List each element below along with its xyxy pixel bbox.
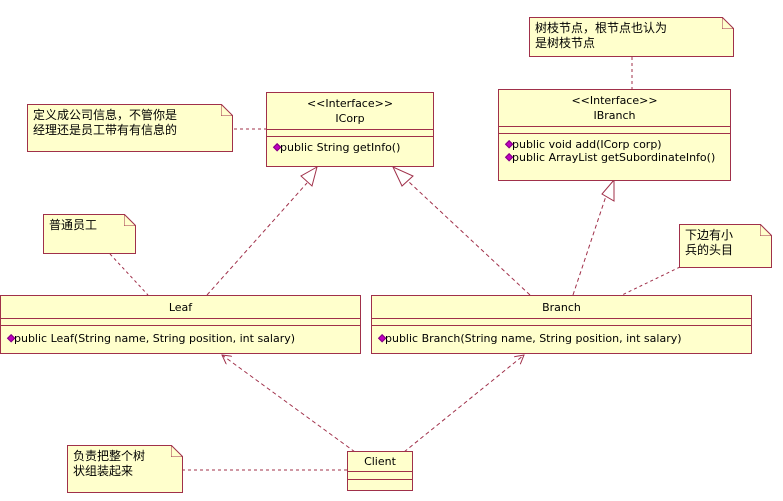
- leaf-note-anchor: [109, 253, 149, 296]
- stereotype: <<Interface>>: [571, 94, 658, 107]
- note-line: 是树枝节点: [535, 36, 596, 50]
- realization-arrowhead: [601, 178, 615, 202]
- class-header: <<Interface>> IBranch: [499, 90, 730, 127]
- leaf-to-icorp-realization: [206, 182, 308, 296]
- branch-class[interactable]: Branch public Branch(String name, String…: [371, 295, 752, 354]
- realization-arrowhead: [300, 165, 318, 187]
- note-fold-icon: [722, 17, 734, 29]
- operation: public ArrayList getSubordinateInfo(): [504, 151, 730, 164]
- operation: public String getInfo(): [272, 141, 433, 154]
- attributes-compartment: [267, 130, 433, 137]
- note-line: 状组装起来: [73, 464, 134, 478]
- note-line: 定义成公司信息，不管你是: [33, 108, 178, 122]
- attributes-compartment: [1, 319, 360, 326]
- operations-compartment: public String getInfo(): [267, 137, 433, 158]
- note-line: 树枝节点，根节点也认为: [535, 21, 668, 35]
- ibranch-note[interactable]: 树枝节点，根节点也认为 是树枝节点: [529, 17, 734, 57]
- operations-compartment: public Leaf(String name, String position…: [1, 326, 360, 349]
- icorp-interface[interactable]: <<Interface>> ICorp public String getInf…: [266, 92, 434, 167]
- client-note[interactable]: 负责把整个树 状组装起来: [67, 445, 183, 493]
- class-name: ICorp: [335, 112, 365, 125]
- class-header: <<Interface>> ICorp: [267, 93, 433, 130]
- note-fold-icon: [221, 104, 233, 116]
- branch-to-ibranch-realization: [572, 195, 607, 296]
- note-fold-icon: [760, 224, 772, 236]
- operations-compartment: public void add(ICorp corp) public Array…: [499, 134, 730, 168]
- icorp-note[interactable]: 定义成公司信息，不管你是 经理还是员工带有有信息的: [27, 104, 233, 152]
- client-to-branch-dependency: [403, 355, 524, 453]
- attributes-compartment: [348, 472, 412, 480]
- note-fold-icon: [124, 214, 136, 226]
- leaf-class[interactable]: Leaf public Leaf(String name, String pos…: [0, 295, 361, 354]
- note-line: 普通员工: [49, 218, 98, 232]
- client-class[interactable]: Client: [347, 451, 413, 491]
- class-name: Leaf: [168, 301, 193, 314]
- note-fold-icon: [171, 445, 183, 457]
- class-header: Leaf: [1, 296, 360, 319]
- operations-compartment: public Branch(String name, String positi…: [372, 326, 751, 349]
- leaf-note[interactable]: 普通员工: [43, 214, 136, 254]
- ibranch-interface[interactable]: <<Interface>> IBranch public void add(IC…: [498, 89, 731, 181]
- attributes-compartment: [499, 127, 730, 134]
- operation: public Branch(String name, String positi…: [377, 332, 751, 345]
- note-line: 负责把整个树: [73, 449, 146, 463]
- branch-note[interactable]: 下边有小 兵的头目: [679, 224, 772, 268]
- operation: public void add(ICorp corp): [504, 138, 730, 151]
- class-name: IBranch: [593, 109, 636, 122]
- stereotype: <<Interface>>: [306, 97, 394, 110]
- operation: public Leaf(String name, String position…: [6, 332, 360, 345]
- attributes-compartment: [372, 319, 751, 326]
- note-line: 下边有小: [685, 228, 734, 242]
- note-line: 经理还是员工带有有信息的: [33, 123, 178, 137]
- branch-note-anchor: [621, 266, 681, 296]
- class-header: Client: [348, 452, 412, 472]
- branch-to-icorp-realization: [408, 181, 531, 296]
- class-name: Branch: [542, 301, 581, 314]
- realization-arrowhead: [391, 165, 414, 187]
- note-line: 兵的头目: [685, 243, 734, 257]
- client-to-leaf-dependency: [222, 355, 356, 453]
- class-header: Branch: [372, 296, 751, 319]
- class-name: Client: [364, 455, 396, 468]
